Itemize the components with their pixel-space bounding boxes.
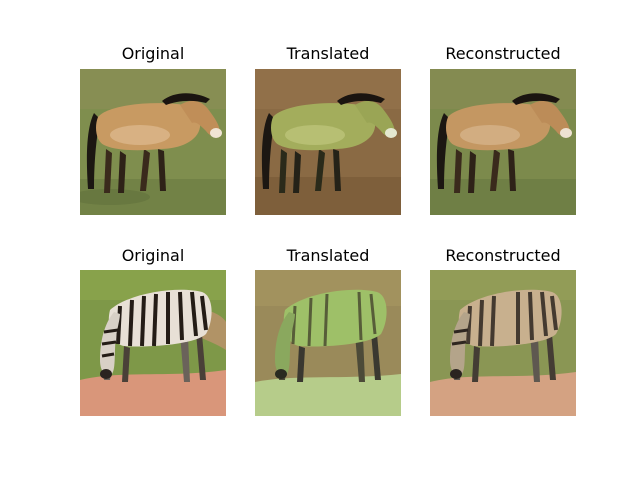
horse-reconstructed-image	[430, 69, 576, 215]
zebra-reconstructed-image	[430, 270, 576, 416]
horse-original-image	[80, 69, 226, 215]
panel-title-reconstructed-row2: Reconstructed	[445, 246, 561, 265]
zebra-original-image	[80, 270, 226, 416]
panel-title-translated-row2: Translated	[286, 246, 370, 265]
panel-title-translated-row1: Translated	[286, 44, 370, 63]
horse-translated-image	[255, 69, 401, 215]
panel-title-reconstructed-row1: Reconstructed	[445, 44, 561, 63]
panel-title-original-row2: Original	[121, 246, 185, 265]
zebra-translated-image	[255, 270, 401, 416]
panel-title-original-row1: Original	[121, 44, 185, 63]
